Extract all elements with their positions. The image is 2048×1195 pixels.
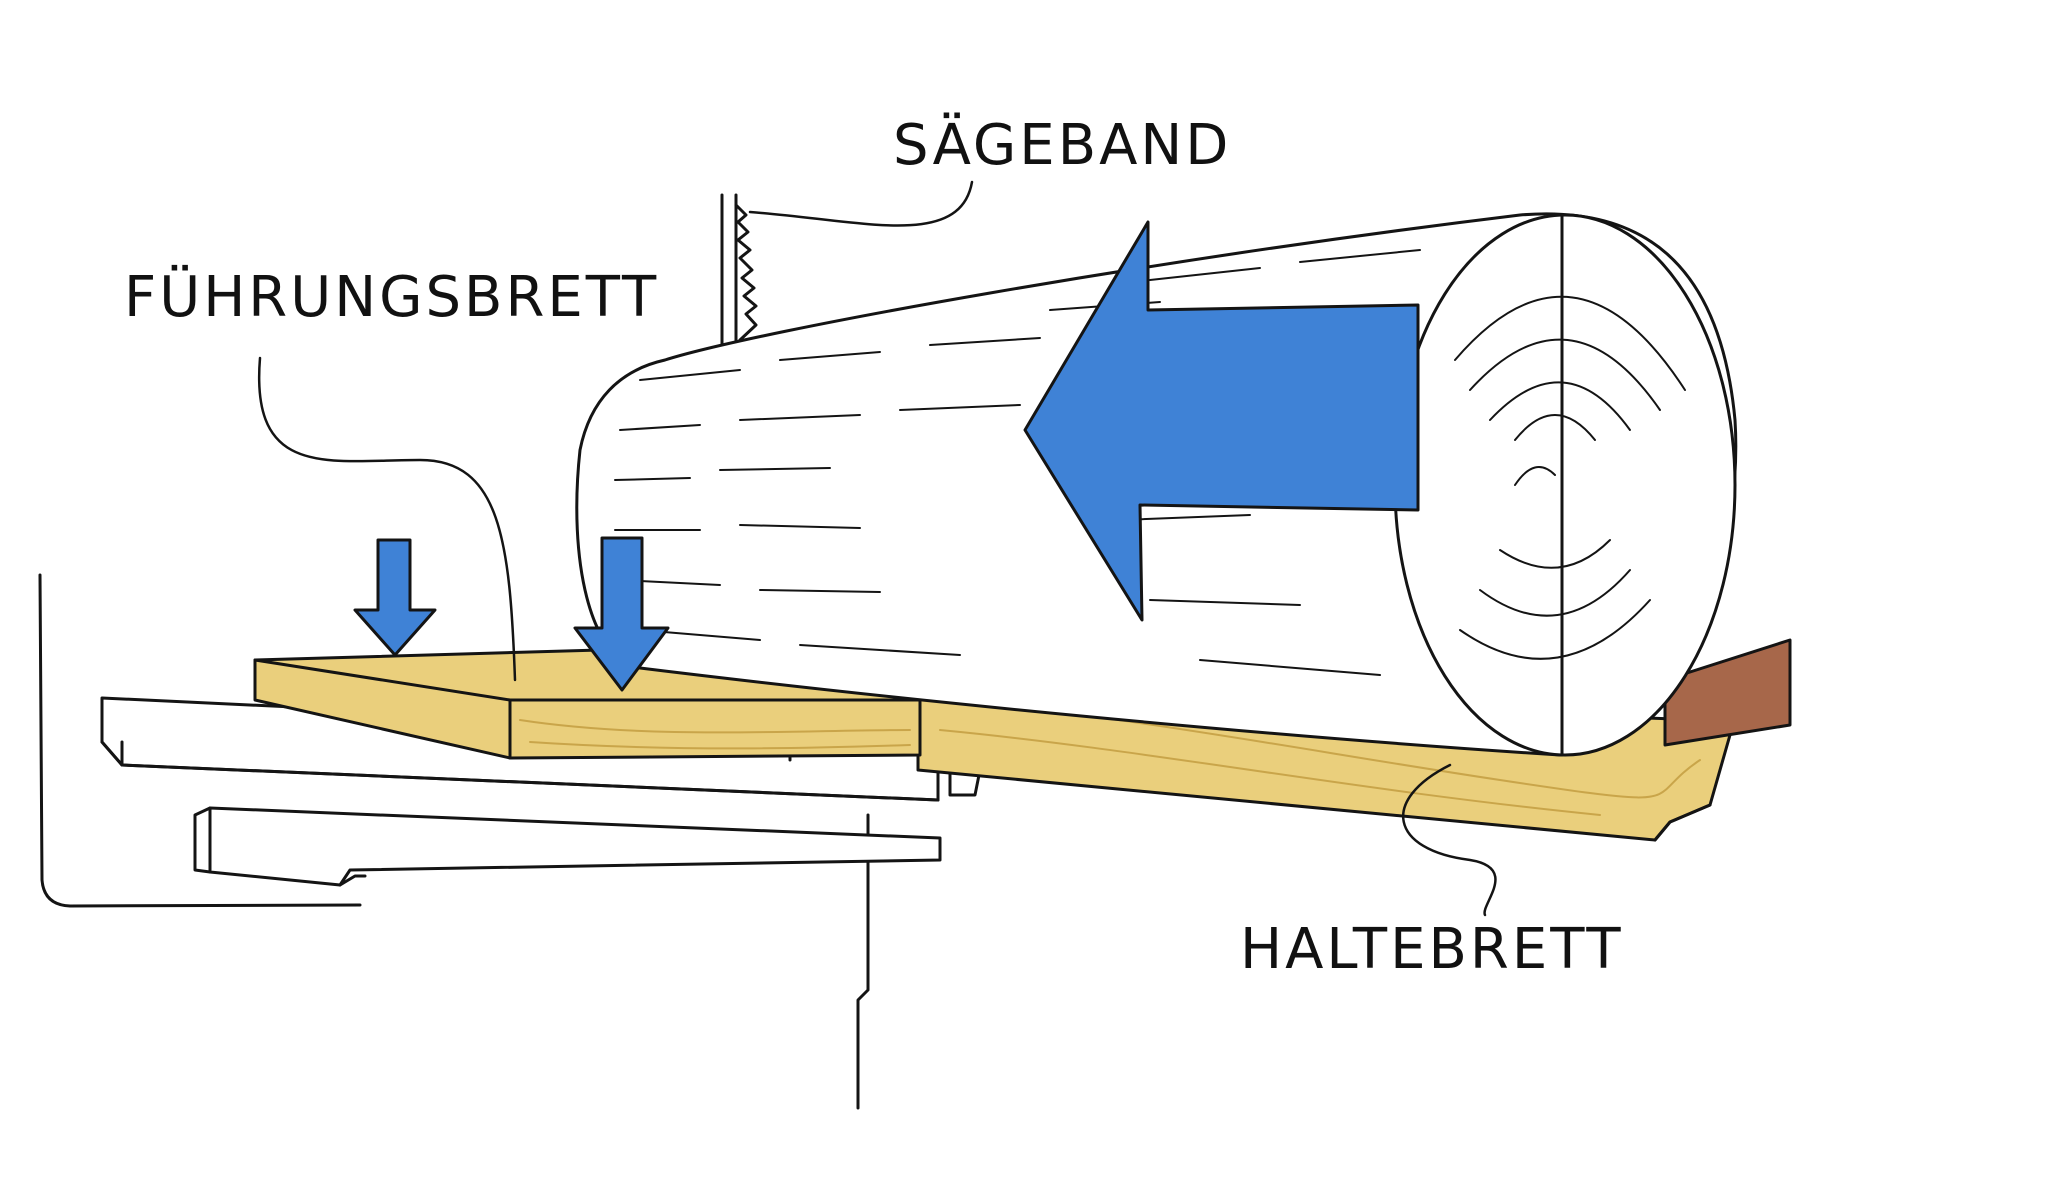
saw-band [720,193,758,347]
machine-body-outline [38,573,362,908]
machine-leg [856,813,870,1110]
leader-line-saw-band [748,180,974,227]
label-saw-band: SÄGEBAND [893,113,1232,178]
feed-direction-arrow [1023,220,1420,622]
pressure-arrow-1 [353,538,437,657]
leader-line-holding-board [1402,763,1497,917]
leader-line-guide-board [257,356,517,682]
pressure-arrow-2 [573,536,670,692]
label-holding-board: HALTEBRETT [1240,917,1624,982]
wedge [1663,638,1792,747]
label-guide-board: FÜHRUNGSBRETT [124,265,660,330]
